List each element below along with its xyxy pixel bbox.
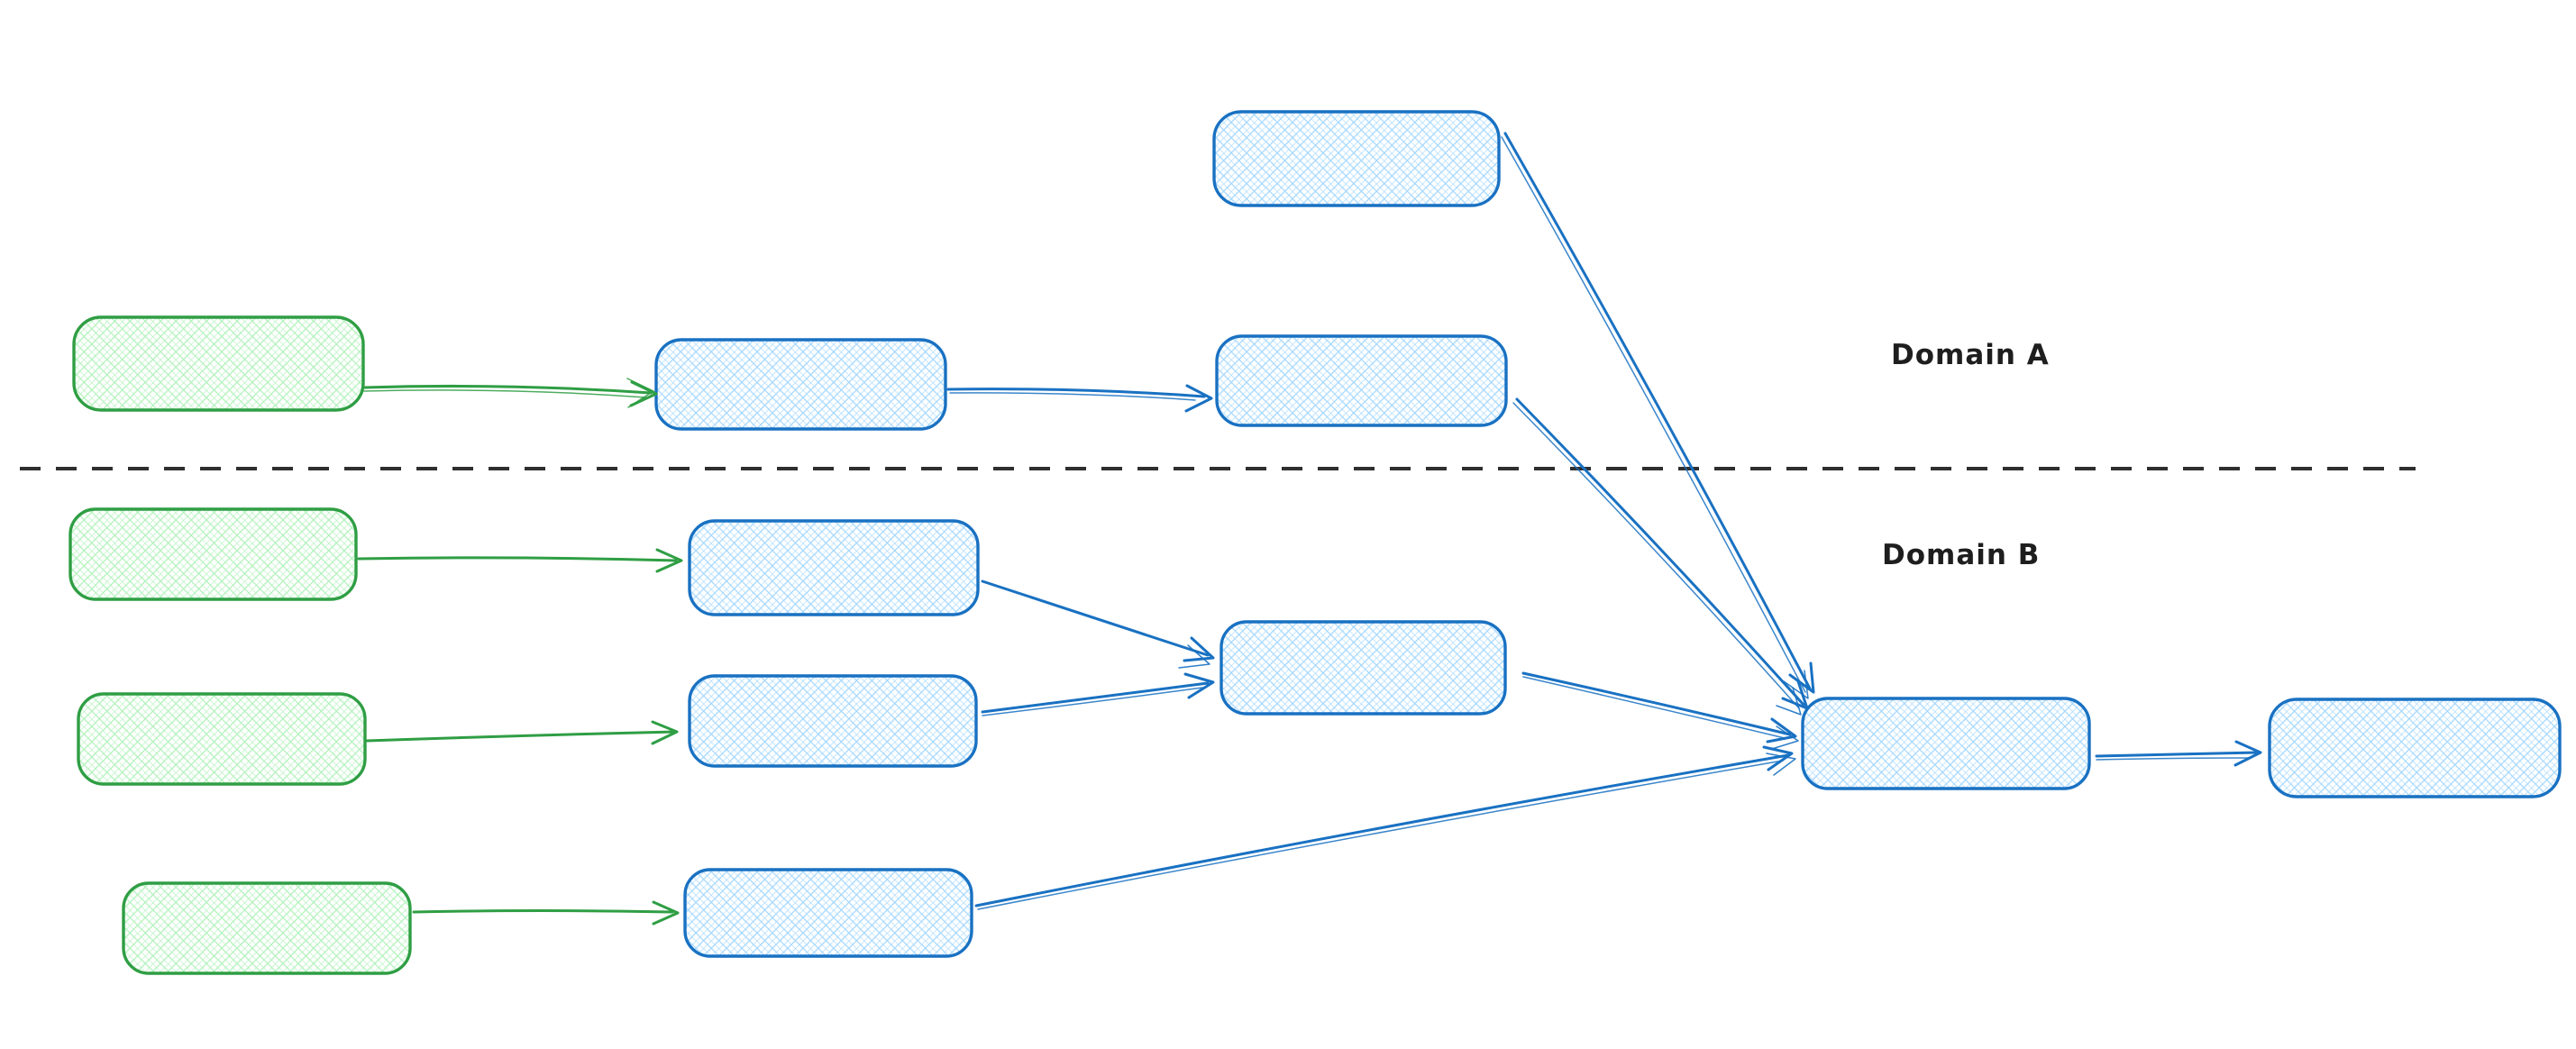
node-domain-a-stage-1 <box>654 338 947 431</box>
node-domain-b-stage-1a <box>688 519 980 616</box>
arrow-hub-to-output <box>2095 740 2262 767</box>
arrow-stage-1a-to-merge <box>981 579 1215 669</box>
arrow-domain-b-input-1-to-stage-1a <box>357 548 683 573</box>
arrow-domain-a-top-to-hub <box>1501 132 1815 699</box>
node-domain-b-input-3 <box>122 881 412 975</box>
arrow-merge-to-hub <box>1521 671 1799 750</box>
node-domain-a-stage-2 <box>1215 334 1508 427</box>
arrow-stage-2-to-hub <box>1512 397 1809 716</box>
node-domain-a-top <box>1212 110 1501 207</box>
node-output <box>2268 698 2562 798</box>
node-domain-b-input-2 <box>77 692 367 786</box>
arrow-domain-b-input-2-to-stage-1b <box>365 720 679 745</box>
arrow-stage-1b-to-merge <box>981 672 1215 716</box>
node-domain-b-stage-1b <box>688 674 978 768</box>
arrow-domain-b-input-3-to-stage-1c <box>412 900 680 926</box>
node-domain-a-input <box>72 315 365 412</box>
arrow-domain-a-input-to-stage-1 <box>362 378 658 408</box>
domain-a-label: Domain A <box>1891 339 2050 371</box>
node-merge-hub <box>1801 697 2091 790</box>
arrow-stage-1-to-stage-2 <box>946 384 1213 413</box>
arrow-stage-1c-to-hub <box>974 745 1796 910</box>
node-domain-b-input-1 <box>69 507 358 601</box>
domain-b-label: Domain B <box>1882 539 2040 571</box>
node-domain-b-stage-1c <box>683 868 973 958</box>
node-domain-b-merge <box>1219 620 1507 716</box>
